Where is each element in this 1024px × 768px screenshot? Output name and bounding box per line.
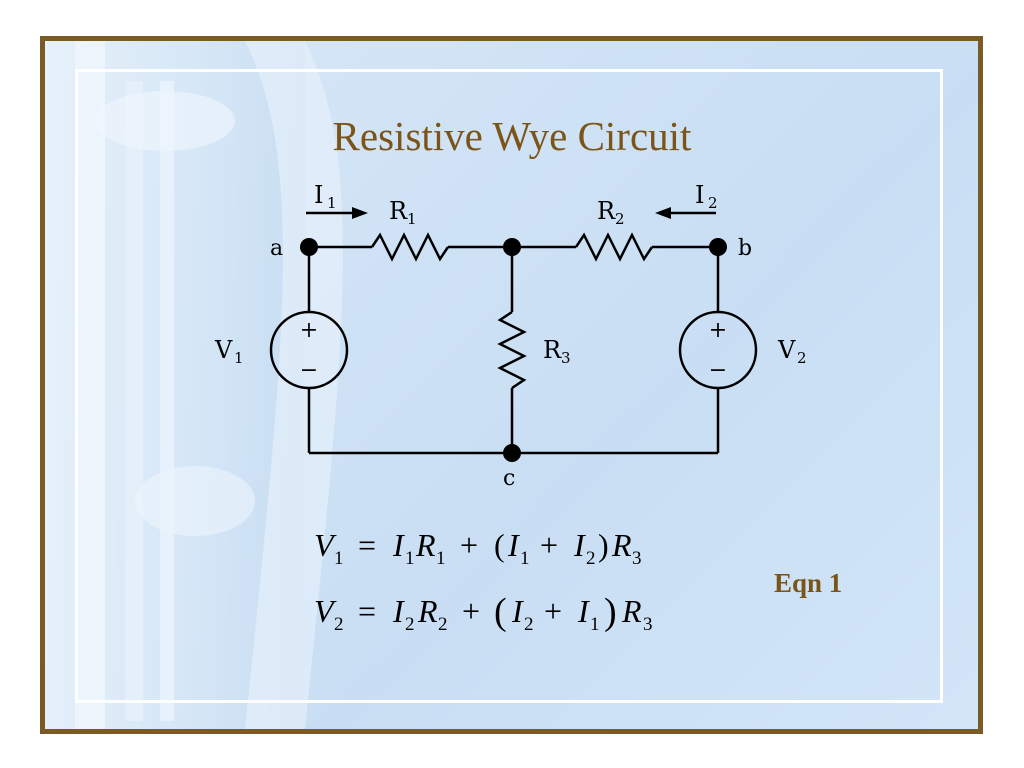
v1-minus: −: [300, 358, 318, 383]
eq1-p2: I: [573, 527, 586, 563]
slide-inner-border: [75, 69, 943, 703]
eq2-t1b: R: [417, 593, 438, 629]
eq2-t1a-sub: 2: [405, 614, 415, 635]
eq1-plus: +: [460, 527, 478, 563]
eq2-p2-sub: 1: [590, 614, 600, 635]
resistor-r1: [370, 232, 450, 262]
eq1-t1b: R: [415, 527, 436, 563]
i1-sub: 1: [327, 194, 337, 212]
label-i1: I 1: [314, 181, 337, 212]
eq1-p2-sub: 2: [586, 548, 596, 569]
node-a: [300, 238, 318, 256]
eq2-lhs-sub: 2: [334, 614, 344, 635]
v2-sub: 2: [797, 349, 807, 367]
eq1-r3-sub: 3: [632, 548, 642, 569]
r3-main: R: [543, 336, 562, 364]
eq1-pplus: +: [540, 527, 558, 563]
resistor-r3: [497, 310, 527, 390]
v1-main: V: [214, 336, 233, 364]
eq1-p1: I: [507, 527, 520, 563]
eq2-t1b-sub: 2: [438, 614, 448, 635]
eq2-p2: I: [577, 593, 590, 629]
equation-label: Eqn 1: [774, 568, 843, 598]
node-b: [709, 238, 727, 256]
label-r1: R 1: [389, 197, 417, 228]
eq1-equals: =: [358, 527, 376, 563]
resistor-r2: [574, 232, 654, 262]
eq2-r3: R: [621, 593, 642, 629]
eq2-equals: =: [358, 593, 376, 629]
r1-main: R: [389, 197, 408, 225]
eq2-open: (: [494, 591, 507, 633]
eq2-t1a: I: [392, 593, 405, 629]
eq2-plus: +: [462, 593, 480, 629]
eq2-p1: I: [511, 593, 524, 629]
label-v1: V 1: [214, 336, 244, 367]
eq2-pplus: +: [544, 593, 562, 629]
node-a-label: a: [270, 236, 283, 261]
label-v2: V 2: [777, 336, 807, 367]
eq1-t1a-sub: 1: [405, 548, 415, 569]
node-c-label: c: [503, 466, 515, 491]
eq1-r3: R: [611, 527, 632, 563]
arrowhead-i1: [352, 207, 368, 219]
node-b-label: b: [738, 236, 752, 261]
slide-frame: [40, 36, 983, 734]
equation-2: V 2 = I 2 R 2 + ( I 2 + I 1 ) R 3: [314, 591, 653, 635]
i2-sub: 2: [708, 194, 718, 212]
label-r2: R 2: [597, 197, 625, 228]
eq1-lhs: V: [314, 527, 337, 563]
v1-sub: 1: [234, 349, 244, 367]
node-c: [503, 444, 521, 462]
eq2-r3-sub: 3: [643, 614, 653, 635]
v2-plus: +: [709, 318, 727, 343]
eq2-close: ): [604, 591, 617, 633]
r1-sub: 1: [407, 210, 417, 228]
r2-main: R: [597, 197, 616, 225]
slide-title: Resistive Wye Circuit: [332, 113, 692, 159]
label-i2: I 2: [695, 181, 718, 212]
column-decoration: [45, 41, 343, 729]
eq2-p1-sub: 2: [524, 614, 534, 635]
arrowhead-i2: [655, 207, 671, 219]
i2-main: I: [695, 181, 704, 209]
equation-1: V 1 = I 1 R 1 + ( I 1 + I 2 ) R 3: [314, 527, 642, 569]
eq1-t1a: I: [392, 527, 405, 563]
eq1-close: ): [598, 527, 609, 563]
r3-sub: 3: [561, 349, 571, 367]
v2-minus: −: [709, 358, 727, 383]
eq1-p1-sub: 1: [520, 548, 530, 569]
slide-background: [45, 41, 978, 729]
v1-plus: +: [300, 318, 318, 343]
label-r3: R 3: [543, 336, 571, 367]
eq1-open: (: [494, 527, 505, 563]
eq2-lhs: V: [314, 593, 337, 629]
node-center: [503, 238, 521, 256]
eq1-t1b-sub: 1: [436, 548, 446, 569]
eq1-lhs-sub: 1: [334, 548, 344, 569]
v2-main: V: [777, 336, 796, 364]
r2-sub: 2: [615, 210, 625, 228]
i1-main: I: [314, 181, 323, 209]
